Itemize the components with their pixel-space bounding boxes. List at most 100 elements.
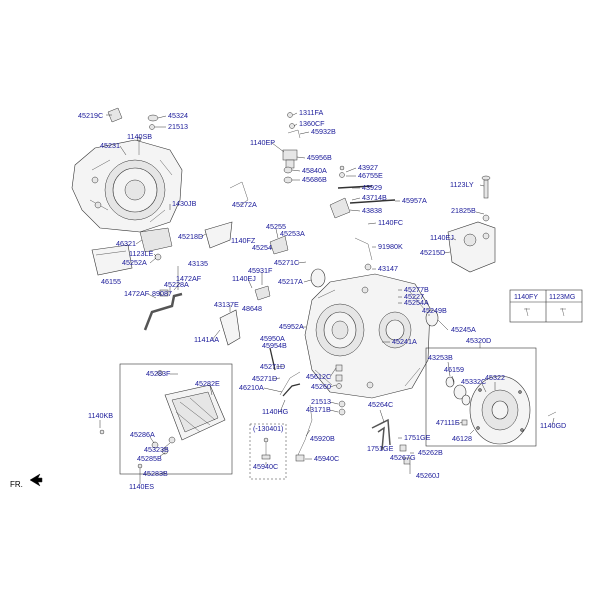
bracket-45272a — [229, 181, 249, 206]
part-label: 43253B — [428, 353, 453, 362]
part-label: 45840A — [302, 166, 327, 175]
part-label: 45219C — [78, 111, 103, 120]
pump-cover — [445, 375, 531, 445]
leader-line — [209, 385, 213, 396]
leader-line — [159, 471, 166, 475]
part-label: 43838 — [362, 206, 382, 215]
leader-line — [149, 257, 157, 264]
part-label: 43147 — [378, 264, 398, 273]
part-label: 45940C — [253, 462, 278, 471]
leader-line — [329, 384, 337, 388]
leader-line — [481, 383, 487, 393]
plate-43137e — [219, 309, 241, 346]
leader-line — [271, 377, 281, 380]
leader-line — [329, 401, 339, 405]
leader-line — [159, 452, 166, 457]
bolt-1140gd — [547, 411, 557, 417]
part-label: 45254 — [252, 243, 272, 252]
part-label: 45252A — [122, 258, 147, 267]
part-label: 1751GE — [367, 444, 394, 453]
leader-line — [297, 261, 307, 264]
leader-line — [173, 282, 181, 291]
speed-sensor — [282, 112, 301, 184]
leader-line — [299, 131, 310, 135]
small-parts-top-left — [107, 107, 159, 155]
leader-line — [119, 145, 127, 156]
part-label: 1311FA — [299, 108, 323, 117]
part-label: 46755E — [358, 171, 383, 180]
oil-strainer — [91, 227, 173, 276]
part-label: 1141AA — [194, 335, 219, 344]
part-label: 45920B — [310, 434, 335, 443]
part-label: 45253A — [280, 229, 305, 238]
part-label: 45954B — [262, 341, 287, 350]
leader-line — [451, 237, 457, 241]
part-label: 45271D — [252, 374, 277, 383]
part-label: 45952A — [279, 322, 304, 331]
leader-line — [159, 293, 163, 297]
part-label: 43927 — [358, 163, 378, 172]
leader-line — [443, 251, 451, 254]
leader-line — [479, 184, 485, 187]
leader-line — [296, 156, 306, 159]
part-label: 45686B — [302, 175, 327, 184]
leader-line — [291, 169, 301, 172]
part-label: 1430JB — [172, 199, 197, 208]
leader-line — [199, 233, 207, 238]
leader-line — [437, 319, 449, 331]
part-label: 1140FC — [378, 218, 403, 227]
part-label: 45283B — [143, 469, 168, 478]
leader-line — [367, 222, 377, 225]
part-label: 45218D — [178, 232, 203, 241]
part-label: 45950A — [260, 334, 285, 343]
leader-line — [275, 365, 285, 368]
leader-line — [475, 211, 485, 215]
part-label: 43171B — [306, 405, 331, 414]
part-label: 1140ES — [129, 482, 154, 491]
part-label: 45245A — [451, 325, 476, 334]
bolt-43147 — [364, 263, 372, 271]
part-label: 43135 — [188, 259, 208, 268]
leader-line — [451, 375, 455, 385]
part-label: 1140KB — [88, 411, 113, 420]
part-label: 46159 — [444, 365, 464, 374]
part-label: 46155 — [101, 277, 121, 286]
part-label: 45217A — [278, 277, 303, 286]
part-label: 46210A — [239, 383, 264, 392]
sensors-center-bottom — [269, 347, 346, 462]
inset-box — [249, 423, 287, 480]
part-label: 89087 — [152, 289, 172, 298]
part-label: 1123LY — [450, 180, 474, 189]
part-label: 45262B — [418, 448, 443, 457]
part-label: 45285B — [137, 454, 162, 463]
leader-line — [303, 279, 312, 283]
bracket-48648 — [254, 285, 271, 301]
leader-lines — [99, 112, 555, 484]
leader-line — [157, 115, 167, 119]
bracket-45253a — [269, 235, 289, 255]
part-label: 45260 — [311, 382, 331, 391]
leader-line — [447, 361, 451, 377]
leader-line — [279, 399, 286, 413]
part-label: 45241A — [392, 337, 417, 346]
part-label: 45324 — [168, 111, 188, 120]
front-marker: FR. — [10, 480, 23, 489]
leader-line — [329, 367, 337, 378]
leader-line — [153, 253, 157, 257]
oil-pan — [99, 370, 226, 469]
leader-line — [271, 142, 285, 153]
leader-line — [329, 409, 339, 413]
part-label: 1751GE — [404, 433, 431, 442]
shield-plate — [204, 221, 233, 249]
part-label: 91980K — [378, 242, 403, 251]
pipe-45264c — [371, 418, 411, 465]
leader-line — [163, 442, 171, 449]
bolt-table — [509, 289, 583, 323]
leader-line — [247, 278, 253, 289]
part-label: 1140EJ — [430, 233, 454, 242]
part-label: 45264C — [368, 400, 393, 409]
leader-line — [351, 197, 361, 201]
part-label: 21513 — [168, 122, 188, 131]
